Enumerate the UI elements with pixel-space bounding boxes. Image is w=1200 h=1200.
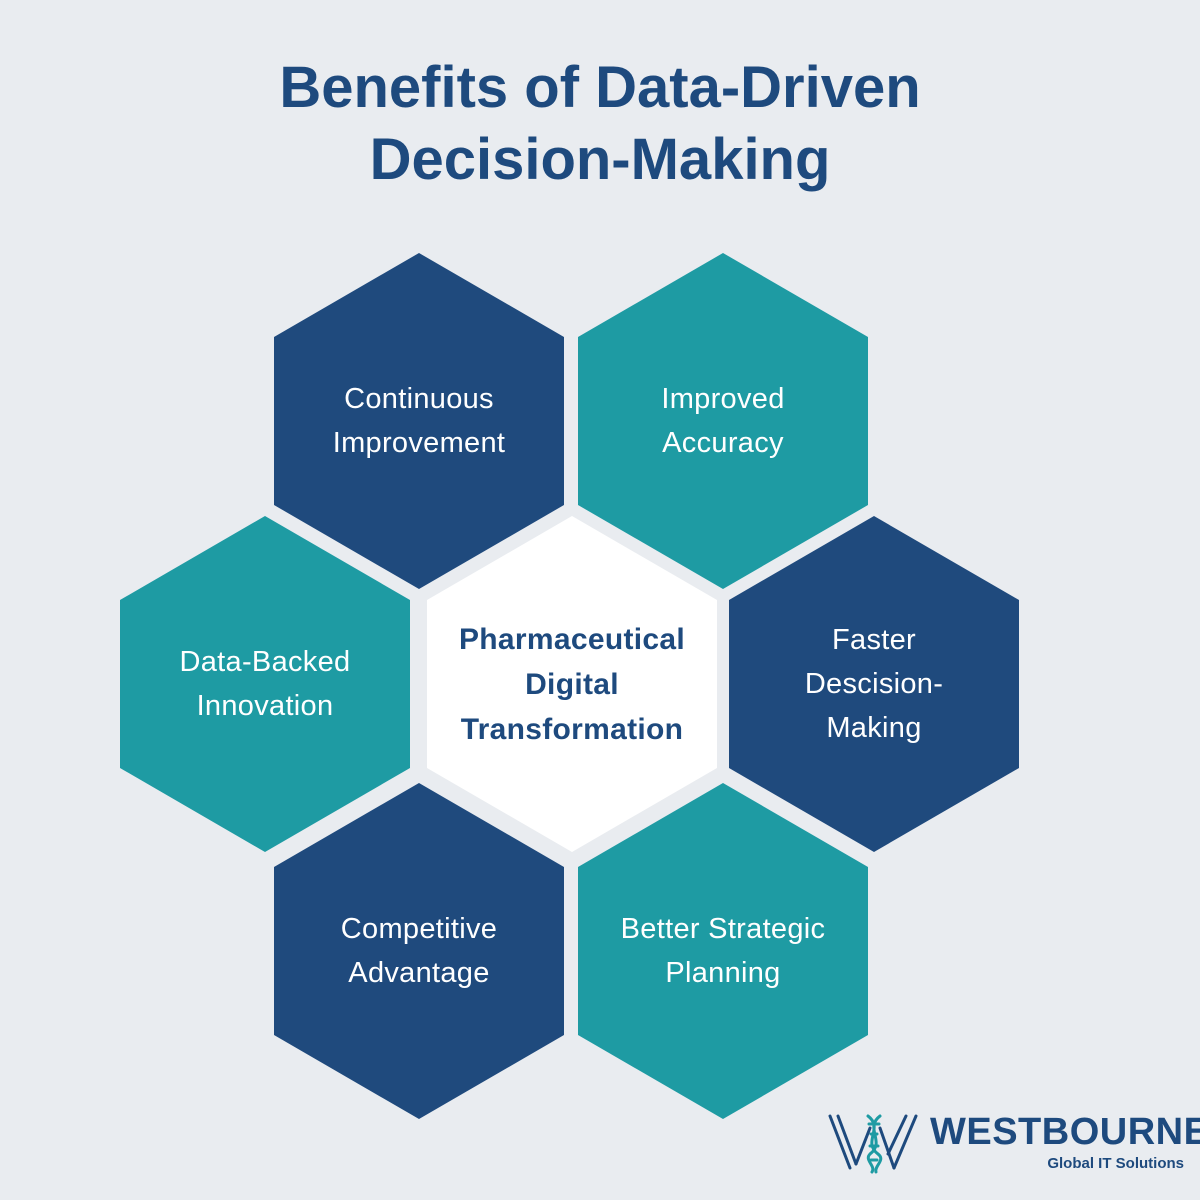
brand-tagline: Global IT Solutions	[1047, 1155, 1184, 1172]
title-line-1: Benefits of Data-Driven	[279, 55, 921, 120]
hex-improved-accuracy: Improved Accuracy	[578, 253, 868, 589]
hex-label: Continuous Improvement	[332, 383, 506, 459]
hex-competitive-advantage: Competitive Advantage	[274, 783, 564, 1119]
hex-better-strategic-planning: Better Strategic Planning	[578, 783, 868, 1119]
hex-label: Improved Accuracy	[661, 383, 785, 459]
hex-label: Faster Descision- Making	[804, 624, 944, 744]
hex-label: Competitive Advantage	[340, 913, 498, 989]
page-title: Benefits of Data-Driven Decision-Making	[0, 52, 1200, 196]
title-line-2: Decision-Making	[369, 127, 831, 192]
hex-continuous-improvement: Continuous Improvement	[274, 253, 564, 589]
center-label: Pharmaceutical Digital Transformation	[459, 622, 685, 746]
hex-center-topic: Pharmaceutical Digital Transformation	[427, 516, 717, 852]
w-dna-helix-icon	[828, 1114, 918, 1174]
hex-label: Better Strategic Planning	[620, 913, 826, 989]
hex-label: Data-Backed Innovation	[179, 646, 351, 722]
brand-name: WESTBOURNE	[930, 1111, 1200, 1153]
hex-faster-decision-making: Faster Descision- Making	[729, 516, 1019, 852]
hex-data-backed-innovation: Data-Backed Innovation	[120, 516, 410, 852]
westbourne-logo: WESTBOURNE Global IT Solutions	[826, 1110, 1200, 1176]
